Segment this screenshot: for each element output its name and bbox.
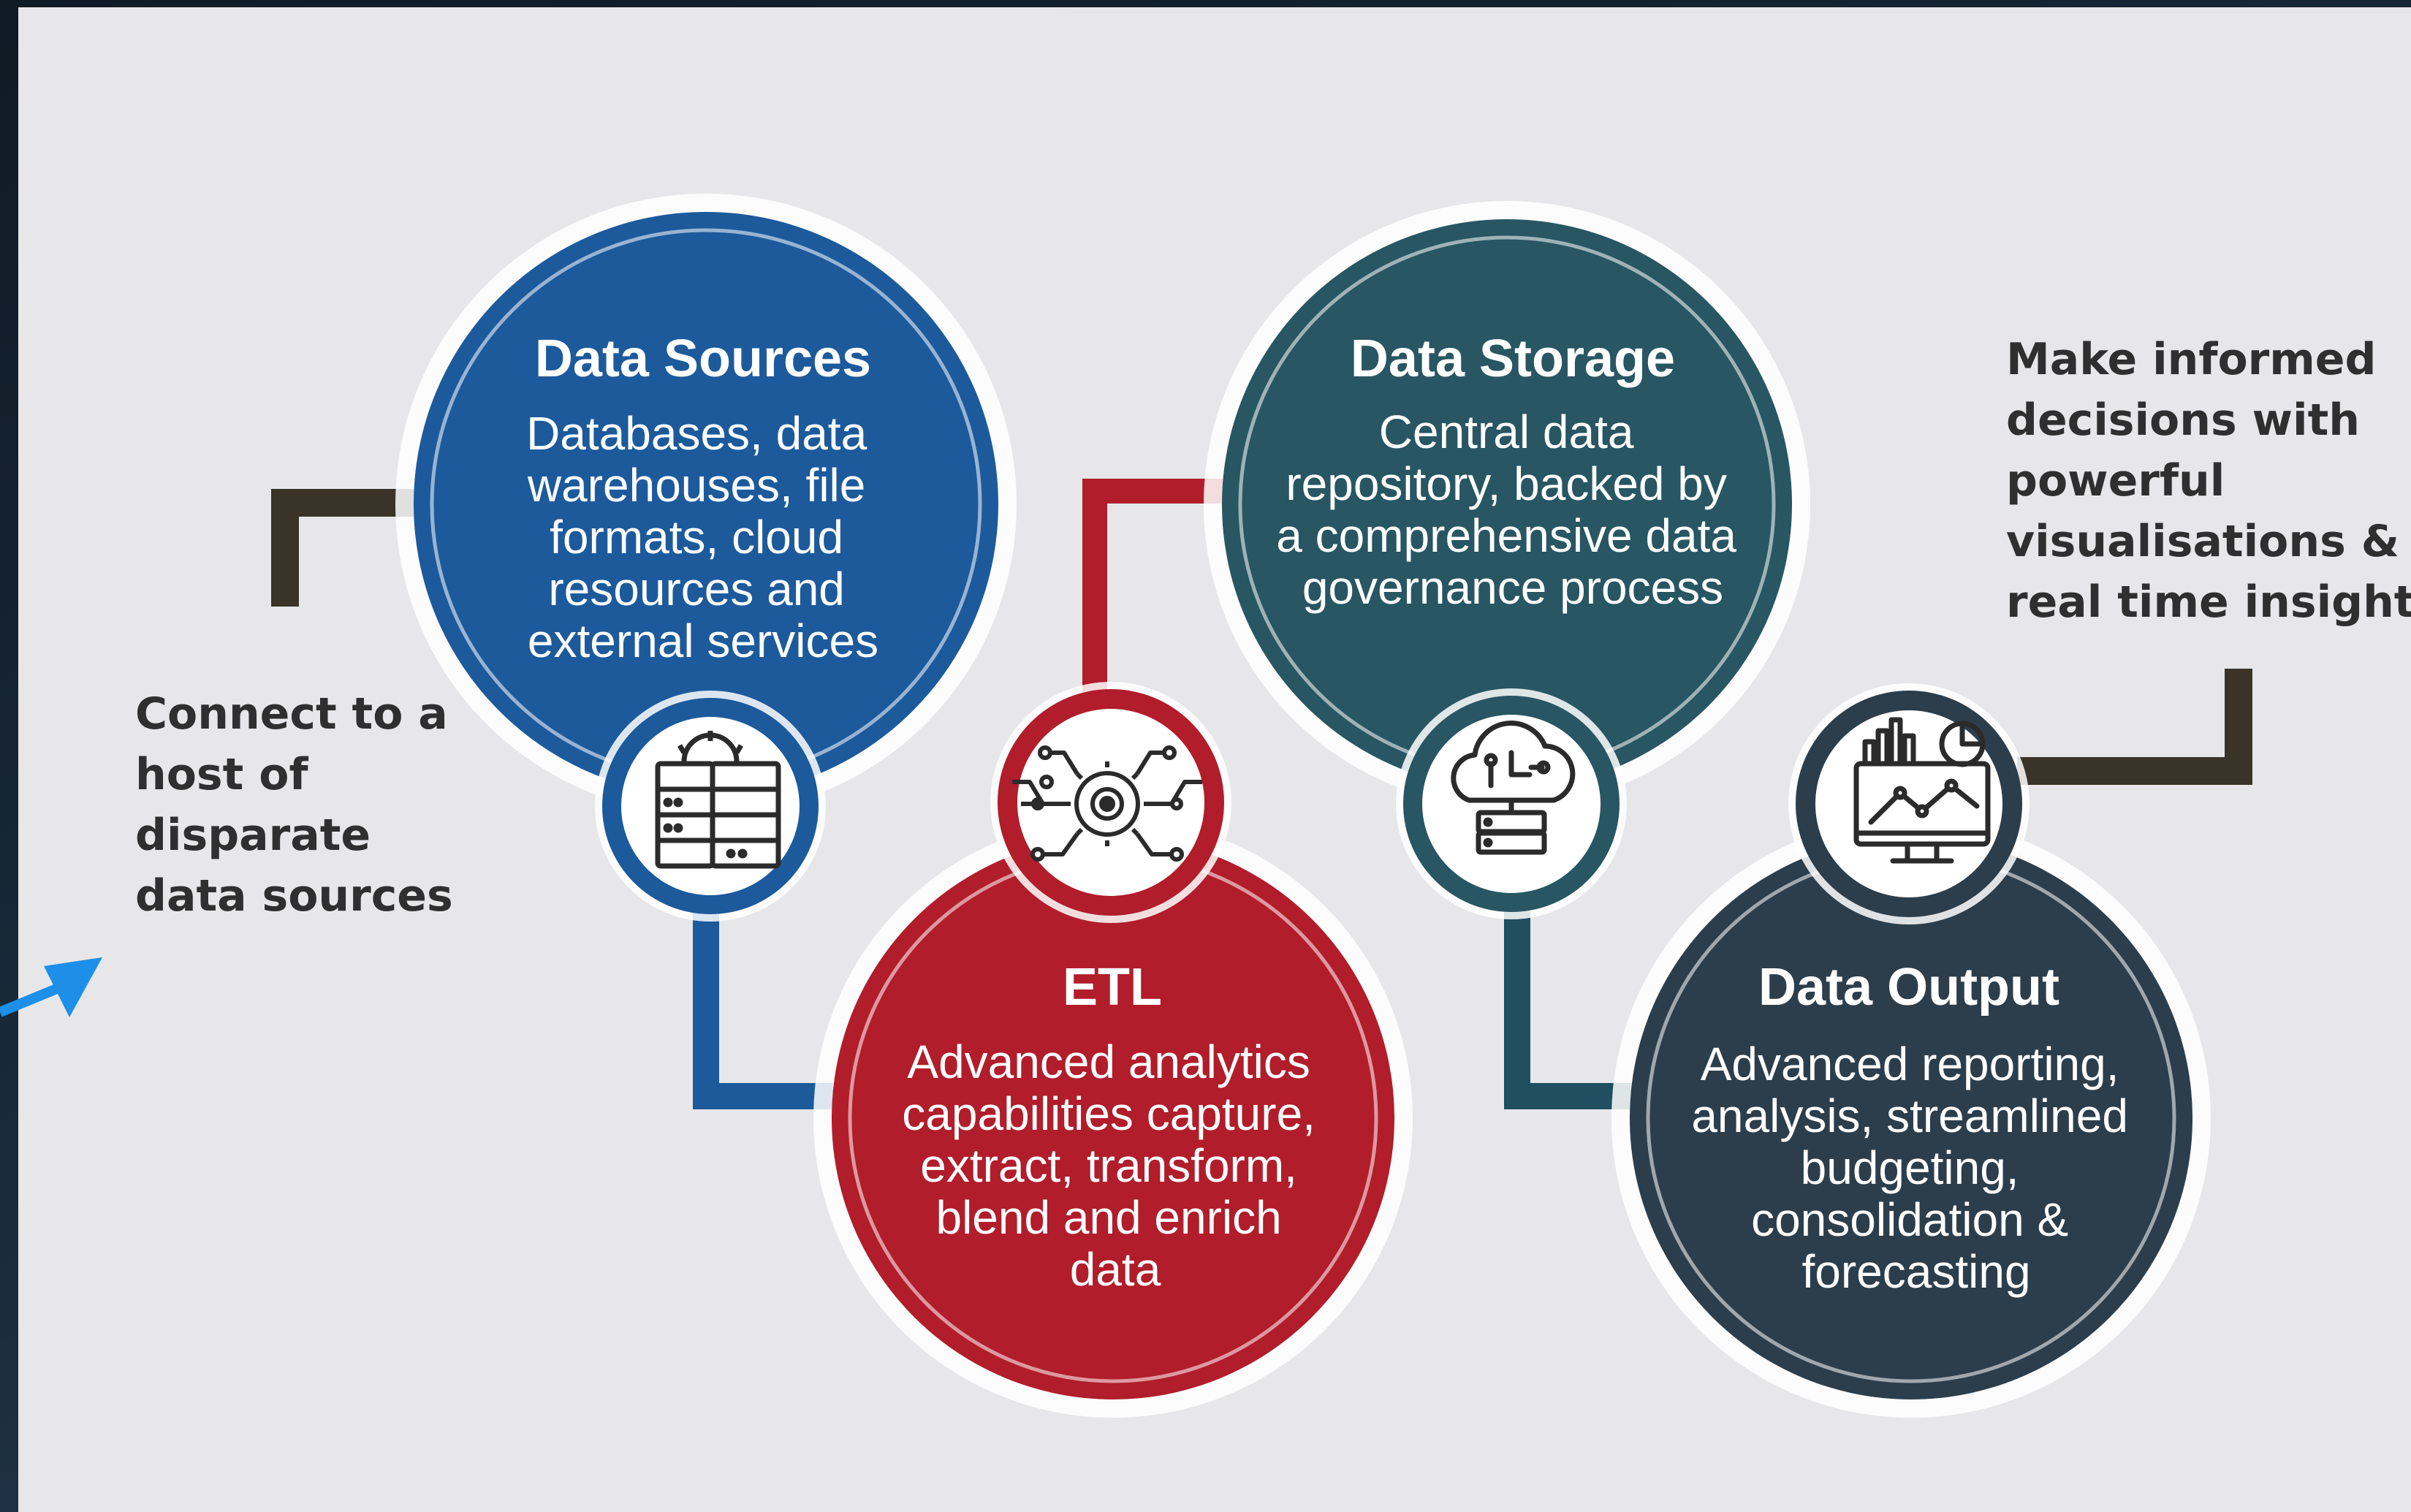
pointer-arrow-icon — [0, 957, 102, 1017]
gear-circuit-icon — [1012, 745, 1202, 862]
stage-description: Advanced analytics capabilities capture,… — [902, 1036, 1328, 1296]
stage-title: Data Output — [1758, 958, 2059, 1017]
server-rack-icon — [655, 731, 781, 869]
stage-title: Data Storage — [1351, 330, 1675, 388]
left-note: Connect to a host of disparate data sour… — [135, 688, 463, 922]
connector-storage-output — [1504, 906, 1644, 1109]
analytics-monitor-icon — [1853, 717, 1991, 864]
stage-title: Data Sources — [535, 330, 871, 388]
stage-etl: ETL Advanced analytics capabilities capt… — [813, 682, 1413, 1418]
right-note: Make informed decisions with powerful vi… — [2006, 334, 2411, 628]
connector-etl-storage — [1082, 479, 1235, 694]
stage-title: ETL — [1063, 958, 1162, 1017]
cloud-database-icon — [1451, 721, 1576, 855]
stage-data-sources: Data Sources Databases, data warehouses,… — [395, 194, 1017, 922]
stage-data-storage: Data Storage Central data repository, ba… — [1204, 201, 1810, 919]
connector-left — [271, 489, 424, 607]
stage-data-output: Data Output Advanced reporting, analysis… — [1611, 683, 2211, 1418]
stage-description: Databases, data warehouses, file formats… — [526, 407, 880, 667]
connector-sources-etl — [693, 892, 833, 1109]
stage-description: Advanced reporting, analysis, streamline… — [1691, 1038, 2141, 1298]
stage-description: Central data repository, backed by a com… — [1276, 406, 1750, 614]
connectors — [271, 479, 2252, 1109]
connector-right — [2017, 669, 2252, 785]
